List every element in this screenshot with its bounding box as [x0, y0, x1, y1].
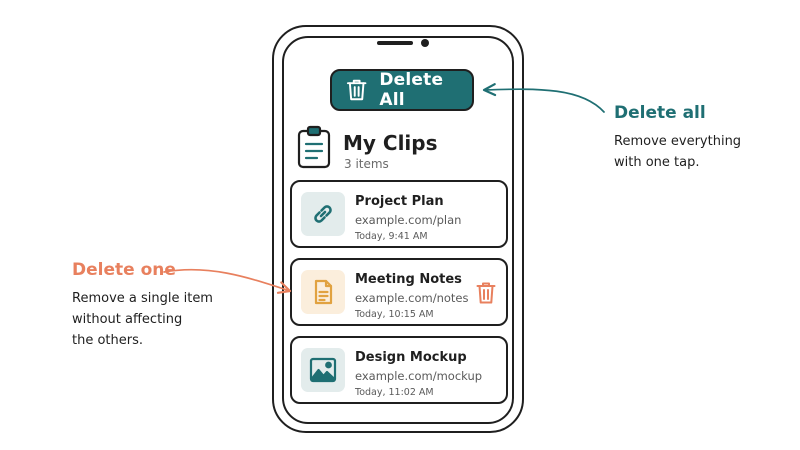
clipboard-icon	[297, 125, 331, 169]
item-count: 3 items	[344, 157, 389, 171]
clip-title: Design Mockup	[355, 350, 467, 365]
phone-screen	[282, 36, 514, 424]
clip-timestamp: Today, 9:41 AM	[355, 231, 428, 242]
phone-speaker	[377, 41, 413, 45]
delete-all-annotation-title: Delete all	[614, 103, 706, 123]
clip-timestamp: Today, 10:15 AM	[355, 309, 434, 320]
clip-url: example.com/plan	[355, 213, 462, 227]
annotation-line: the others.	[72, 333, 144, 348]
clip-thumbnail	[301, 348, 345, 392]
delete-one-annotation-text: Remove a single item without affecting t…	[72, 288, 213, 351]
delete-all-button[interactable]: Delete All	[330, 69, 474, 111]
delete-one-annotation-title: Delete one	[72, 260, 176, 280]
clip-card-project-plan[interactable]: Project Plan example.com/plan Today, 9:4…	[290, 180, 508, 248]
delete-item-trash-icon[interactable]	[476, 281, 496, 305]
clip-url: example.com/notes	[355, 291, 469, 305]
clip-card-design-mockup[interactable]: Design Mockup example.com/mockup Today, …	[290, 336, 508, 404]
clip-card-meeting-notes[interactable]: Meeting Notes example.com/notes Today, 1…	[290, 258, 508, 326]
delete-all-label: Delete All	[379, 70, 444, 110]
annotation-line: without affecting	[72, 312, 183, 327]
link-icon	[314, 205, 332, 223]
list-title: My Clips	[343, 131, 438, 155]
clip-url: example.com/mockup	[355, 369, 483, 383]
image-icon	[309, 357, 337, 383]
clip-title: Meeting Notes	[355, 272, 462, 287]
annotation-line: with one tap.	[614, 155, 700, 170]
delete-all-annotation-text: Remove everything with one tap.	[614, 131, 741, 173]
trash-icon	[346, 79, 367, 101]
annotation-line: Remove a single item	[72, 291, 213, 306]
phone-camera	[421, 39, 429, 47]
clip-title: Project Plan	[355, 194, 444, 209]
clip-thumbnail	[301, 192, 345, 236]
annotation-line: Remove everything	[614, 134, 742, 149]
clip-thumbnail	[301, 270, 345, 314]
clip-timestamp: Today, 11:02 AM	[355, 387, 434, 398]
document-icon	[314, 279, 333, 305]
